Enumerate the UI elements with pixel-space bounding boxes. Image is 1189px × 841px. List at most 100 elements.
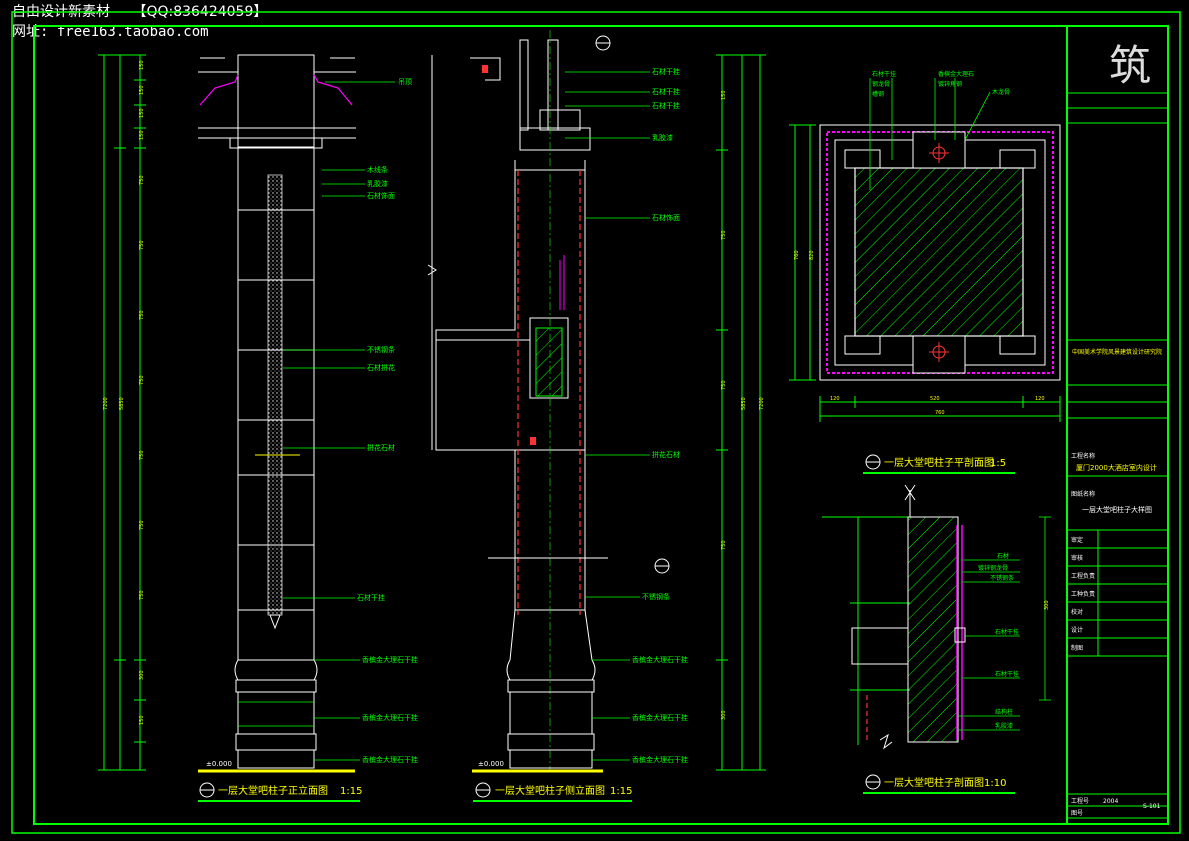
callout-marble: 石材饰面: [367, 191, 395, 200]
title-block-row-label: 工种负责: [1071, 590, 1095, 598]
callout-base-a: 香槟金大理石干挂: [362, 655, 418, 664]
detail-callout-e: 石材干挂: [995, 670, 1019, 678]
svg-text:760: 760: [794, 250, 800, 260]
title-block-row-label: 设计: [1071, 626, 1083, 634]
detail-callout-g: 乳胶漆: [995, 722, 1013, 730]
svg-text:300: 300: [139, 670, 145, 680]
svg-text:760: 760: [935, 410, 945, 416]
callout-side-strip: 不锈钢条: [642, 592, 670, 601]
svg-text:7200: 7200: [759, 397, 765, 410]
title-block-row-label: 校对: [1071, 608, 1083, 616]
detail-callout-a: 石材: [997, 552, 1009, 560]
svg-text:5850: 5850: [741, 397, 747, 410]
drawing-no-label: 图号: [1071, 810, 1083, 817]
drawing-name: 一层大堂吧柱子大样图: [1082, 505, 1152, 514]
svg-text:750: 750: [139, 520, 145, 530]
plan-callout-e: 镀锌角钢: [938, 80, 962, 88]
callout-pattern-stone: 拼花石材: [367, 443, 395, 452]
company-name: 中国美术学院风景建筑设计研究院: [1072, 348, 1162, 356]
callout-stone-pattern: 石材拼花: [367, 363, 395, 372]
detail-callout-c: 不锈钢条: [990, 574, 1014, 582]
callout-side-base-b: 香槟金大理石干挂: [632, 713, 688, 722]
front-elevation-scale: 1:15: [340, 786, 362, 797]
title-block-row-label: 审核: [1071, 554, 1083, 562]
plan-section: 石材干挂 钢龙骨 槽钢 香槟金大理石 镀锌角钢 木龙骨 760 820 120 …: [789, 70, 1061, 474]
svg-text:750: 750: [721, 230, 727, 240]
callout-base-b: 香槟金大理石干挂: [362, 713, 418, 722]
callout-side-marble: 石材饰面: [652, 213, 680, 222]
svg-text:750: 750: [139, 450, 145, 460]
title-block-row-label: 制图: [1071, 644, 1083, 652]
title-block-row-label: 工程负责: [1071, 572, 1095, 580]
callout-side-pattern: 拼花石材: [652, 450, 680, 459]
outer-frame: [11, 11, 1181, 834]
svg-text:750: 750: [721, 540, 727, 550]
detail-callout-d: 石材干挂: [995, 628, 1019, 636]
callout-side-base-c: 香槟金大理石干挂: [632, 755, 688, 764]
callout-side-b: 石材干挂: [652, 67, 680, 76]
svg-text:750: 750: [139, 175, 145, 185]
detail-callout-f: 结构柱: [995, 708, 1013, 716]
front-elevation: 150 150 150 150 750 750 750 750 750 750 …: [98, 54, 418, 802]
svg-text:750: 750: [721, 380, 727, 390]
side-elevation-scale: 1:15: [610, 786, 632, 797]
sheet-no-label: 工程号: [1071, 797, 1089, 805]
svg-text:750: 750: [139, 240, 145, 250]
logo: 筑: [1109, 41, 1151, 90]
svg-text:150: 150: [139, 108, 145, 118]
callout-ceiling: 吊顶: [398, 78, 412, 86]
side-elevation: ±0.000 石材干挂 石材干挂 石材干挂 乳胶漆 石材饰面 拼花石材 不锈钢条…: [427, 30, 766, 802]
callout-side-d: 石材干挂: [652, 101, 680, 110]
svg-text:150: 150: [721, 90, 727, 100]
svg-text:7200: 7200: [103, 397, 109, 410]
front-level-mark: ±0.000: [206, 760, 232, 768]
detail-section-scale: 1:10: [984, 778, 1006, 789]
svg-text:150: 150: [139, 130, 145, 140]
plan-section-title: 一层大堂吧柱子平剖面图: [884, 456, 994, 469]
drawing-no: S-101: [1143, 803, 1161, 810]
side-level-mark: ±0.000: [478, 760, 504, 768]
svg-text:150: 150: [139, 60, 145, 70]
plan-callout-b: 钢龙骨: [872, 80, 890, 88]
title-block-row-label: 审定: [1071, 536, 1083, 544]
svg-text:150: 150: [139, 85, 145, 95]
svg-text:300: 300: [721, 710, 727, 720]
callout-wood-line: 木线条: [367, 165, 388, 174]
svg-text:750: 750: [139, 310, 145, 320]
callout-base-c: 香槟金大理石干挂: [362, 755, 418, 764]
svg-text:820: 820: [809, 250, 815, 260]
callout-side-c: 石材干挂: [652, 87, 680, 96]
callout-metal-strip: 不锈钢条: [367, 345, 395, 354]
plan-callout-a: 石材干挂: [872, 70, 896, 78]
watermark-url: 网址: free163.taobao.com: [12, 24, 209, 40]
drawing-label: 图纸名称: [1071, 490, 1095, 498]
plan-callout-c: 槽钢: [872, 90, 884, 98]
svg-text:300: 300: [1044, 600, 1050, 610]
svg-text:5850: 5850: [119, 397, 125, 410]
project-name: 厦门2000大酒店室内设计: [1076, 463, 1157, 472]
project-label: 工程名称: [1071, 452, 1095, 460]
plan-callout-d: 香槟金大理石: [938, 70, 974, 78]
detail-section: 石材 镀锌钢龙骨 不锈钢条 石材干挂 石材干挂 结构柱 乳胶漆 300 一层大堂…: [822, 484, 1051, 794]
svg-text:520: 520: [930, 396, 940, 402]
plan-callout-f: 木龙骨: [992, 88, 1010, 96]
svg-text:150: 150: [139, 715, 145, 725]
title-block: 筑 中国美术学院风景建筑设计研究院 工程名称 厦门2000大酒店室内设计 图纸名…: [1066, 26, 1168, 824]
svg-text:120: 120: [830, 396, 840, 402]
inner-frame: [33, 25, 1169, 825]
callout-side-a: 石材干挂: [357, 593, 385, 602]
svg-text:750: 750: [139, 590, 145, 600]
detail-callout-b: 镀锌钢龙骨: [978, 564, 1008, 572]
svg-text:750: 750: [139, 375, 145, 385]
callout-side-paint: 乳胶漆: [652, 133, 673, 142]
callout-paint: 乳胶漆: [367, 179, 388, 188]
svg-text:120: 120: [1035, 396, 1045, 402]
sheet-no: 2004: [1103, 798, 1118, 805]
detail-section-title: 一层大堂吧柱子剖面图: [884, 776, 984, 789]
plan-section-scale: 1:5: [990, 458, 1006, 469]
callout-side-base-a: 香槟金大理石干挂: [632, 655, 688, 664]
side-elevation-title: 一层大堂吧柱子侧立面图: [495, 784, 605, 797]
front-elevation-title: 一层大堂吧柱子正立面图: [218, 784, 328, 797]
